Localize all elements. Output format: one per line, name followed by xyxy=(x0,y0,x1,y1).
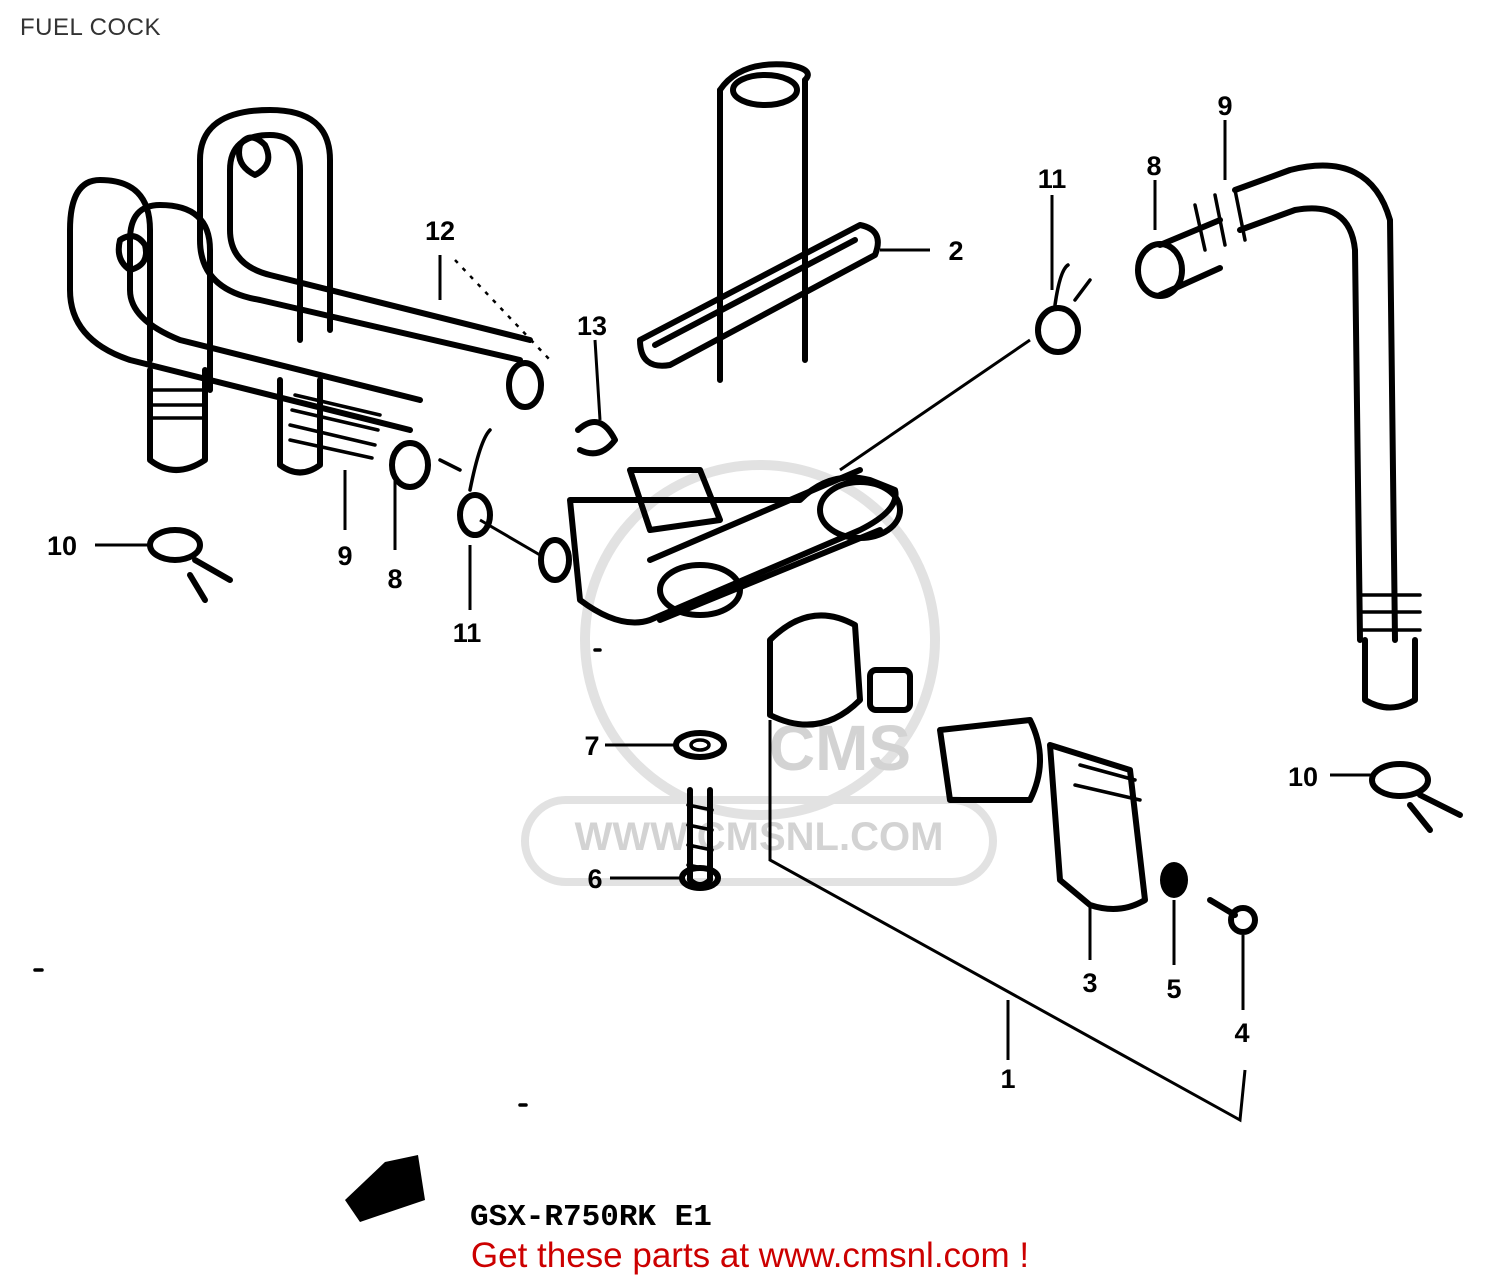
model-badge-icon xyxy=(345,1155,425,1222)
model-designation: GSX-R750RK E1 xyxy=(345,1155,712,1235)
callout-9-left: 9 xyxy=(337,541,352,571)
callout-5: 5 xyxy=(1166,974,1181,1004)
screw-4 xyxy=(1207,897,1258,935)
callout-3: 3 xyxy=(1082,968,1097,998)
clip-11-right xyxy=(1035,263,1092,355)
callout-labels: 1 2 3 4 5 6 7 8 8 9 9 10 10 11 11 12 13 xyxy=(47,91,1318,1094)
callout-9-right: 9 xyxy=(1217,91,1232,121)
callout-8-right: 8 xyxy=(1146,151,1161,181)
callout-10-right: 10 xyxy=(1288,762,1318,792)
hose-clip-10-left xyxy=(147,527,233,603)
footer-promo: Get these parts at www.cmsnl.com ! xyxy=(0,1236,1500,1276)
fuel-hose-left-front xyxy=(67,177,431,490)
callout-11-right: 11 xyxy=(1038,164,1067,194)
callout-10-left: 10 xyxy=(47,531,77,561)
fuel-hose-left-rear xyxy=(197,107,544,476)
stray-marks xyxy=(33,648,602,1107)
callout-7: 7 xyxy=(584,731,599,761)
screw-6 xyxy=(679,787,721,891)
callout-8-left: 8 xyxy=(387,564,402,594)
washer-7 xyxy=(673,730,727,760)
clip-13 xyxy=(575,419,618,457)
callout-2: 2 xyxy=(948,236,963,266)
fuel-hose-right xyxy=(1135,162,1422,711)
model-code: GSX-R750RK E1 xyxy=(470,1200,712,1235)
watermark-url: WWW.CMSNL.COM xyxy=(575,815,944,859)
o-ring-5 xyxy=(1160,862,1188,898)
callout-12: 12 xyxy=(425,216,455,246)
callout-11-left: 11 xyxy=(453,618,482,648)
callout-1: 1 xyxy=(1000,1064,1015,1094)
callout-4: 4 xyxy=(1234,1018,1249,1048)
fuel-cock-lever xyxy=(637,61,881,383)
callout-13: 13 xyxy=(577,311,607,341)
clip-11-left xyxy=(438,428,493,538)
leader-lines xyxy=(95,120,1375,1123)
footer-link[interactable]: Get these parts at www.cmsnl.com ! xyxy=(470,1236,1030,1275)
fuel-cock-body xyxy=(538,467,913,728)
page-title: FUEL COCK xyxy=(20,14,161,41)
watermark: WWW.CMSNL.COM CMS xyxy=(521,460,997,886)
hose-clip-10-right xyxy=(1369,761,1463,833)
callout-6: 6 xyxy=(587,864,602,894)
